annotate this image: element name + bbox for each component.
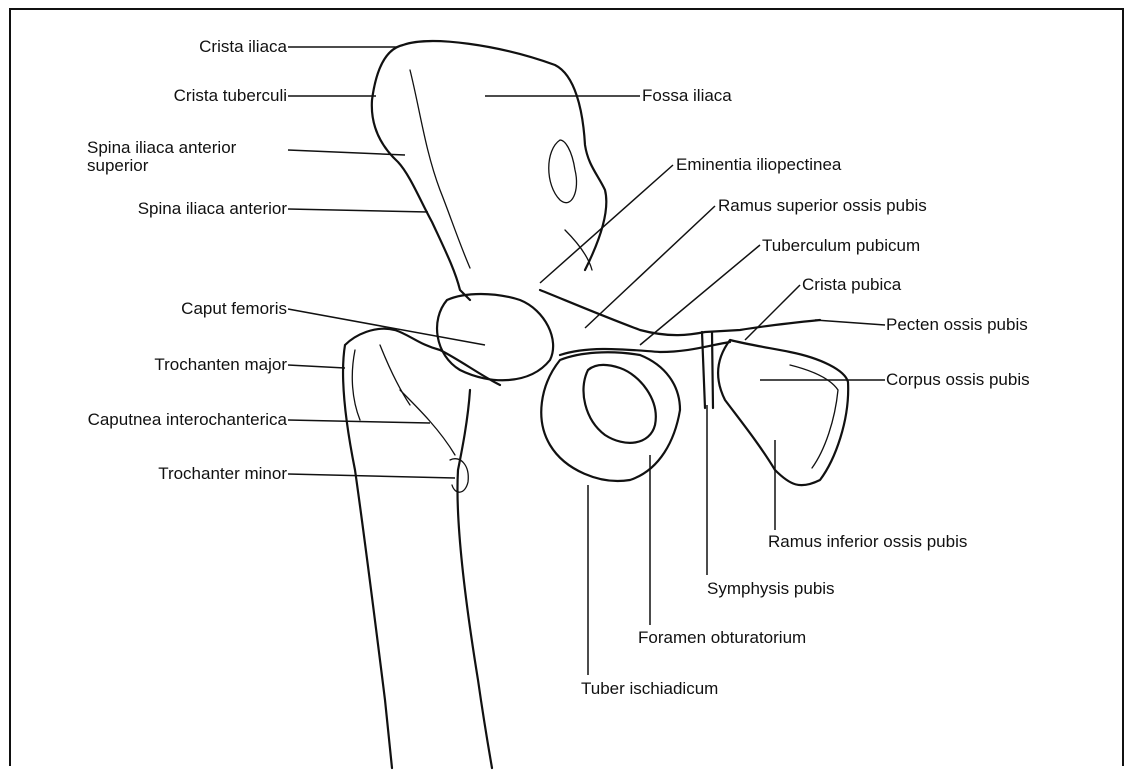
obturator-foramen [583, 365, 655, 443]
label-corpus-ossis-pubis: Corpus ossis pubis [886, 370, 1030, 389]
label-trochanter-minor: Trochanter minor [158, 464, 287, 483]
femoral-head-outline [437, 294, 553, 380]
label-fossa-iliaca: Fossa iliaca [642, 86, 732, 105]
greater-trochanter [352, 345, 410, 420]
femur-outline [343, 329, 500, 768]
label-crista-iliaca: Crista iliaca [199, 37, 287, 56]
label-eminentia-iliopectinea: Eminentia iliopectinea [676, 155, 841, 174]
label-spina-iliaca-anterior: Spina iliaca anterior [138, 199, 287, 218]
label-crista-tuberculi: Crista tuberculi [174, 86, 287, 105]
label-tuberculum-pubicum: Tuberculum pubicum [762, 236, 920, 255]
symphysis-lines [702, 332, 713, 408]
ilium-outline [372, 41, 606, 300]
label-crista-pubica: Crista pubica [802, 275, 901, 294]
label-foramen-obturatorium: Foramen obturatorium [638, 628, 806, 647]
label-symphysis-pubis: Symphysis pubis [707, 579, 835, 598]
iliac-notch [549, 140, 577, 203]
label-ramus-inferior-ossis-pubis: Ramus inferior ossis pubis [768, 532, 967, 551]
ischium-outline [541, 352, 680, 481]
label-ramus-superior-ossis-pubis: Ramus superior ossis pubis [718, 196, 927, 215]
label-pecten-ossis-pubis: Pecten ossis pubis [886, 315, 1028, 334]
pubis-body-outline [718, 340, 848, 485]
label-caputnea-interochanterica: Caputnea interochanterica [88, 410, 287, 429]
label-spina-iliaca-anterior-superior-line2: superior [87, 156, 148, 175]
label-trochanten-major: Trochanten major [154, 355, 287, 374]
label-spina-iliaca-anterior-superior: Spina iliaca anterior [87, 138, 236, 157]
label-caput-femoris: Caput femoris [181, 299, 287, 318]
label-tuber-ischiadicum: Tuber ischiadicum [581, 679, 718, 698]
